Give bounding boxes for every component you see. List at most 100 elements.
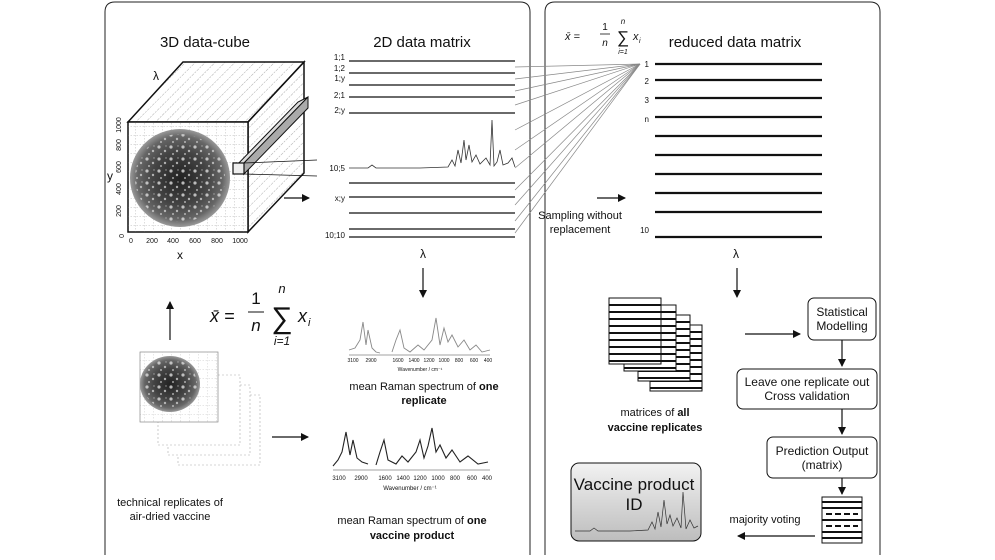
matrix2d-title: 2D data matrix [373,34,471,51]
prediction-output-box [766,436,878,479]
svg-text:x̄ =: x̄ = [209,306,235,326]
loo-cv-box [736,368,878,410]
svg-text:1: 1 [251,289,260,308]
replicate-caption: mean Raman spectrum of one [349,381,498,393]
svg-text:3: 3 [645,96,650,105]
svg-text:Wavenumber / cm⁻¹: Wavenumber / cm⁻¹ [383,486,437,492]
product-caption: mean Raman spectrum of one [337,515,486,527]
matrix2d-spectrum-row [349,119,516,169]
vaccine-id-line1: Vaccine product [574,475,695,494]
svg-text:i: i [308,317,311,329]
svg-text:x: x [297,306,308,326]
svg-text:400: 400 [484,358,493,364]
svg-text:3100: 3100 [347,358,358,364]
replicates-caption-line2: air-dried vaccine [130,511,211,523]
mean-formula-top: x̄ = 1 n n ∑ i=1 x i [564,17,641,56]
sampling-line1: Sampling without [538,210,622,222]
svg-text:1400: 1400 [408,358,419,364]
svg-text:∑: ∑ [617,28,629,47]
svg-text:1600: 1600 [378,476,392,482]
svg-text:1200: 1200 [423,358,434,364]
matrix-2d: 2D data matrix 1;1 1;2 1;y 2;1 2;y 10;5 … [325,34,516,261]
cube-axis-lambda: λ [153,69,159,83]
svg-text:i=1: i=1 [618,49,628,56]
svg-text:1600: 1600 [392,358,403,364]
cube-title: 3D data-cube [160,34,250,51]
svg-text:2;y: 2;y [334,106,345,115]
svg-text:n: n [251,316,260,335]
product-spectrum: 3100 2900 1600 1400 1200 1000 800 600 40… [332,427,493,492]
svg-text:0: 0 [119,234,126,238]
svg-text:10;5: 10;5 [329,164,345,173]
svg-text:800: 800 [211,238,223,245]
cube-x-ticks: 0 200 400 600 800 1000 [129,238,248,245]
replicate-matrices-stack [608,297,703,392]
replicates-caption-line1: technical replicates of [117,497,224,509]
svg-text:600: 600 [116,161,123,173]
reduced-title: reduced data matrix [669,34,802,51]
svg-text:800: 800 [116,139,123,151]
vaccine-id-line2: ID [626,495,643,514]
cube-axis-x: x [177,248,183,262]
svg-text:1000: 1000 [232,238,248,245]
prediction-matrix-icon [821,496,863,544]
vaccine-product-id-box: Vaccine product ID [570,462,702,542]
matrices-all-line2: vaccine replicates [608,422,703,434]
svg-text:10;10: 10;10 [325,231,346,240]
svg-text:400: 400 [116,183,123,195]
prediction-output-label: Prediction Output (matrix) [775,444,869,472]
svg-text:2;1: 2;1 [334,91,346,100]
svg-text:1000: 1000 [438,358,449,364]
svg-text:2900: 2900 [354,476,368,482]
svg-text:n: n [621,17,626,26]
matrix2d-row-labels: 1;1 1;2 1;y 2;1 2;y 10;5 x;y 10;10 [325,53,346,240]
svg-text:n: n [645,115,649,124]
right-panel-frame [544,1,881,555]
cube-axis-y: y [107,169,113,183]
replicate-spectrum: 3100 2900 1600 1400 1200 1000 800 600 40… [347,317,493,373]
svg-text:3100: 3100 [332,476,346,482]
svg-text:x: x [632,31,639,43]
matrices-all-line1: matrices of all [620,407,689,419]
cube-y-ticks: 0 200 400 600 800 1000 [116,117,126,238]
svg-text:800: 800 [450,476,461,482]
svg-text:x̄ =: x̄ = [564,31,581,43]
svg-text:1: 1 [602,22,608,33]
svg-text:200: 200 [116,205,123,217]
replicate-stack [139,351,261,466]
svg-text:10: 10 [640,226,649,235]
mean-formula-big: x̄ = 1 n n ∑ i=1 x i [209,281,311,348]
matrix2d-axis-lambda: λ [420,247,426,261]
svg-text:i: i [639,38,641,45]
svg-text:1: 1 [645,60,650,69]
reduced-row-labels: 1 2 3 n 10 [640,60,649,235]
svg-text:800: 800 [455,358,464,364]
svg-text:∑: ∑ [271,302,292,335]
sampling-fan [514,63,641,234]
svg-text:200: 200 [146,238,158,245]
data-cube: 3D data-cube λ 0 200 400 600 800 1000 0 … [107,34,309,262]
svg-text:400: 400 [167,238,179,245]
svg-text:x;y: x;y [335,194,345,203]
reduced-matrix: reduced data matrix 1 2 3 n 10 λ [640,34,822,261]
svg-text:1000: 1000 [116,117,123,133]
svg-text:n: n [602,38,608,49]
svg-text:1400: 1400 [396,476,410,482]
svg-text:1;2: 1;2 [334,64,346,73]
svg-text:1200: 1200 [413,476,427,482]
svg-text:1;1: 1;1 [334,53,346,62]
svg-text:600: 600 [189,238,201,245]
product-caption-2: vaccine product [370,530,455,542]
svg-text:i=1: i=1 [274,334,290,348]
svg-text:600: 600 [467,476,478,482]
svg-text:600: 600 [470,358,479,364]
svg-text:1000: 1000 [431,476,445,482]
reduced-axis-lambda: λ [733,247,739,261]
left-panel-frame [104,1,531,555]
svg-text:n: n [278,281,285,296]
statistical-modelling-label: Statistical Modelling [816,305,868,333]
svg-text:2: 2 [645,77,650,86]
svg-text:400: 400 [482,476,493,482]
sampling-line2: replacement [550,224,611,236]
